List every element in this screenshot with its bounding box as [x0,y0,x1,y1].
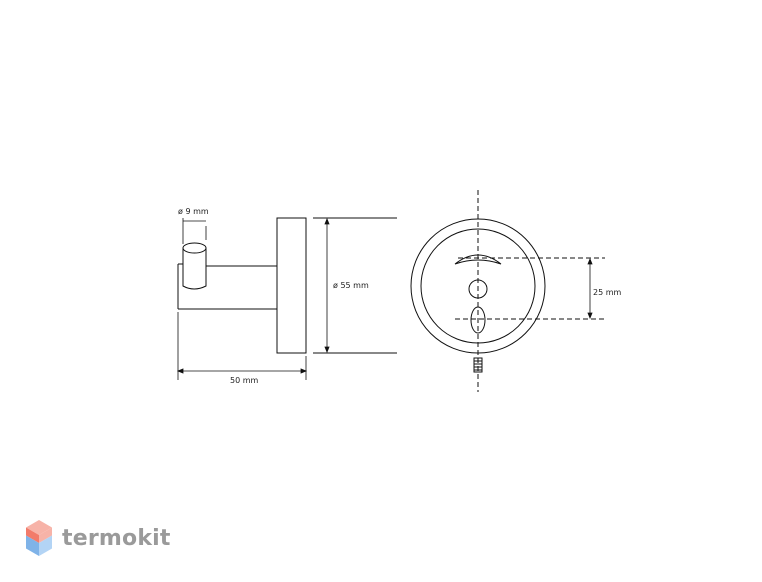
termokit-logo-icon [26,520,52,556]
dim-peg-diameter [182,218,207,244]
dim-projection-length [176,312,308,380]
front-center-hole [468,279,488,299]
dim-plate-diameter [324,217,330,354]
side-peg [182,248,207,290]
front-view [410,190,605,392]
brand-name: termokit [62,525,171,551]
brand-logo: termokit [24,518,171,558]
front-set-screw [473,357,483,373]
side-peg-top [182,242,207,254]
label-projection-length: 50 mm [230,376,259,385]
label-peg-diameter: ø 9 mm [178,207,209,216]
front-bottom-hole [470,306,486,334]
side-plate [276,217,307,354]
dim-hole-spacing [587,257,593,320]
front-top-slot [454,254,502,265]
label-plate-diameter: ø 55 mm [333,281,369,290]
side-view [177,217,397,354]
label-hole-spacing: 25 mm [593,288,622,297]
